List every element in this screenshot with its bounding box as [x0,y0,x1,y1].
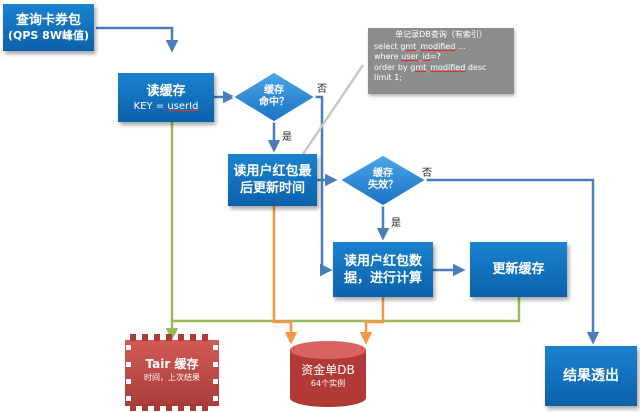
update-cache-box: 更新缓存 [470,242,567,297]
hit-yes-label: 是 [282,132,292,143]
sql-note-line4: limit 1; [374,73,402,82]
sql-line2-prefix: where [374,52,402,61]
invalid-no-label: 否 [422,168,432,179]
read-latest-time-line1: 读用户红包最 [233,164,312,179]
result-out-title: 结果透出 [563,367,619,384]
flow-connectors [96,26,600,345]
read-cache-title: 读缓存 [146,83,186,99]
result-out-box: 结果透出 [545,346,637,406]
edge-hit-no [313,95,333,277]
read-cache-key-var: userId [167,100,199,112]
sql-note-line2: where user_id=? [374,52,508,63]
read-cache-key: KEY = userId [134,100,199,113]
sql-line3-suffix: desc [465,62,487,72]
edge-data-compute-to-db [359,297,385,345]
hit-no-label: 否 [317,84,327,95]
cache-invalid-diamond [338,154,428,207]
sql-line2-suffix: =? [429,52,441,61]
read-data-compute-line2: 据，进行计算 [343,270,422,286]
cache-invalid-line1: 缓存 [373,168,393,179]
read-cache-box: 读缓存 KEY = userId [118,73,214,122]
query-card-title: 查询卡券包 [15,13,81,28]
fund-db-subtitle: 64个实例 [310,379,346,388]
cache-hit-diamond [231,71,317,123]
sql-line1-field: gmt_modified [400,41,456,51]
cache-hit-line2: 命中？ [259,97,289,108]
cache-hit-line1: 缓存 [264,85,284,96]
sql-line3-prefix: order by [374,62,411,72]
sql-note-title: 单记录DB查询（有索引） [395,30,487,39]
edge-invalid-no [426,178,600,345]
sql-line2-field: user_id [401,52,430,61]
sql-note-line3: order by gmt_modified desc [374,63,508,74]
read-data-compute-line1: 读用户红包数 [343,253,422,269]
edge-update-cache-to-tair [172,297,521,323]
edge-query-to-read-cache [96,26,179,53]
edge-latest-time-to-db [272,206,298,345]
cache-hit-label: 缓存 命中？ [248,85,300,109]
query-card-box: 查询卡券包 (QPS 8W峰值) [3,4,94,51]
db-connectors [272,206,385,345]
sql-line1-prefix: select [374,41,401,51]
invalid-yes-label: 是 [391,218,401,229]
query-card-subtitle: (QPS 8W峰值) [7,29,89,42]
sql-line3-field: gmt_modified [410,62,466,72]
sql-line1-suffix: ... [455,41,466,51]
tair-title: Tair 缓存 [145,357,199,371]
sql-note-line1: select gmt_modified ... [374,42,508,53]
tair-chip-shape [125,334,219,411]
read-cache-key-prefix: KEY = [133,100,168,112]
tair-label: Tair 缓存 时间，上次结果 [131,356,213,383]
tair-subtitle: 时间，上次结果 [144,373,200,382]
cache-invalid-line2: 失效？ [368,180,398,191]
read-data-compute-box: 读用户红包数 据，进行计算 [333,242,433,297]
fund-db-label: 资金单DB 64个实例 [290,362,366,389]
fund-db-cylinder [290,341,366,407]
fund-db-title: 资金单DB [301,363,355,377]
read-latest-time-line2: 后更新时间 [239,181,305,196]
sql-note: 单记录DB查询（有索引） select gmt_modified ... whe… [368,28,514,94]
cache-invalid-label: 缓存 失效？ [357,168,409,192]
note-connector [297,64,365,161]
cache-connectors [165,122,521,341]
read-latest-time-box: 读用户红包最 后更新时间 [228,154,317,206]
update-cache-title: 更新缓存 [492,262,545,277]
